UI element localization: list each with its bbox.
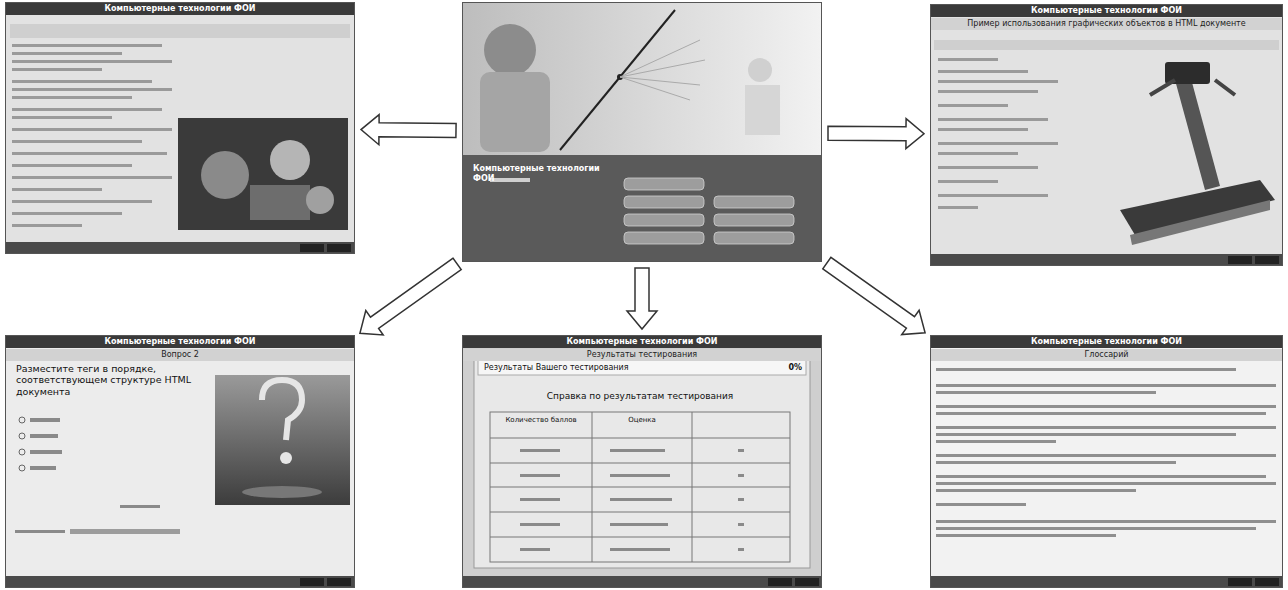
window-title: Компьютерные технологии ФОИ [463, 336, 821, 348]
results-screen [462, 335, 822, 588]
screen-window: Компьютерные технологии ФОИ [5, 2, 355, 254]
screen-heading: Пример использования графических объекто… [931, 18, 1282, 30]
screen-window: Компьютерные технологии ФОИ [462, 2, 822, 262]
question-screen [5, 335, 355, 588]
screen-text: Справка по результатам тестирования [500, 390, 780, 403]
block-arrow [823, 257, 925, 334]
window-title: Компьютерные технологии ФОИ [931, 5, 1282, 17]
screen-heading: Результаты тестирования [463, 349, 821, 361]
window-title: Компьютерные технологии ФОИ [931, 336, 1282, 348]
screen-text: Разместите теги в порядке, соответствующ… [14, 362, 209, 398]
block-arrow [828, 119, 924, 149]
screen-window: Компьютерные технологии ФОИГлоссарий [930, 335, 1283, 588]
block-arrow [361, 115, 456, 145]
glossary-screen [930, 335, 1283, 588]
screen-window: Компьютерные технологии ФОИПример исполь… [930, 4, 1283, 266]
window-title: Компьютерные технологии ФОИ [6, 336, 354, 348]
block-arrow [360, 258, 461, 335]
screen-text: Оценка [595, 415, 689, 425]
window-title: Компьютерные технологии ФОИ [471, 163, 621, 184]
block-arrow [627, 268, 657, 329]
screen-text: 0% [772, 362, 804, 374]
main-menu-screen [462, 2, 822, 262]
screen-heading: Вопрос 2 [6, 349, 354, 361]
screen-body [5, 2, 355, 254]
screen-text: Количество баллов [493, 415, 589, 425]
window-title: Компьютерные технологии ФОИ [6, 3, 354, 15]
graphics-example-screen [930, 4, 1283, 266]
screen-text: Результаты Вашего тестирования [482, 362, 712, 374]
screen-heading: Глоссарий [931, 349, 1282, 361]
